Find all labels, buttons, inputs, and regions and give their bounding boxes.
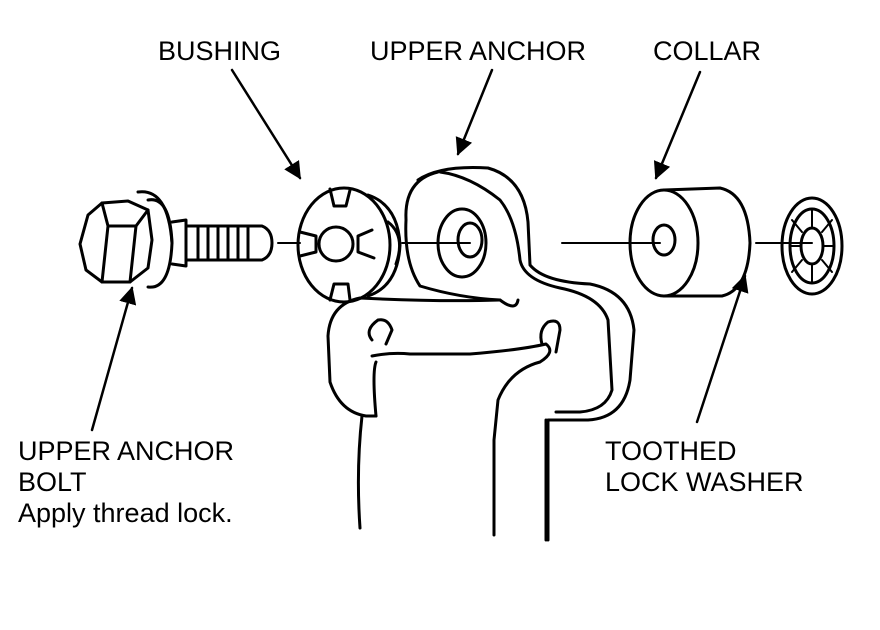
leader-lines xyxy=(90,68,749,432)
collar-leader xyxy=(653,70,702,180)
bolt-leader xyxy=(90,286,137,432)
thread-lock-note: Apply thread lock. xyxy=(18,498,233,528)
toothed-lock-washer-label: TOOTHED LOCK WASHER xyxy=(605,436,804,498)
upper-anchor-bolt xyxy=(78,190,274,289)
washer-leader xyxy=(695,274,749,424)
washer-label-line1: TOOTHED xyxy=(605,436,737,466)
collar-label: COLLAR xyxy=(653,36,762,66)
bushing-part xyxy=(296,186,402,304)
bushing-leader xyxy=(230,68,302,180)
upper-anchor-leader xyxy=(455,68,494,156)
washer-label-line2: LOCK WASHER xyxy=(605,467,804,497)
toothed-lock-washer-part xyxy=(780,196,844,296)
upper-anchor-label: UPPER ANCHOR xyxy=(370,36,587,66)
bolt-label-line1: UPPER ANCHOR xyxy=(18,436,235,466)
bolt-label-line2: BOLT xyxy=(18,467,87,497)
bushing-label: BUSHING xyxy=(158,36,282,66)
upper-anchor-bolt-label: UPPER ANCHOR BOLT Apply thread lock. xyxy=(18,436,234,529)
upper-anchor-bracket xyxy=(326,166,636,542)
